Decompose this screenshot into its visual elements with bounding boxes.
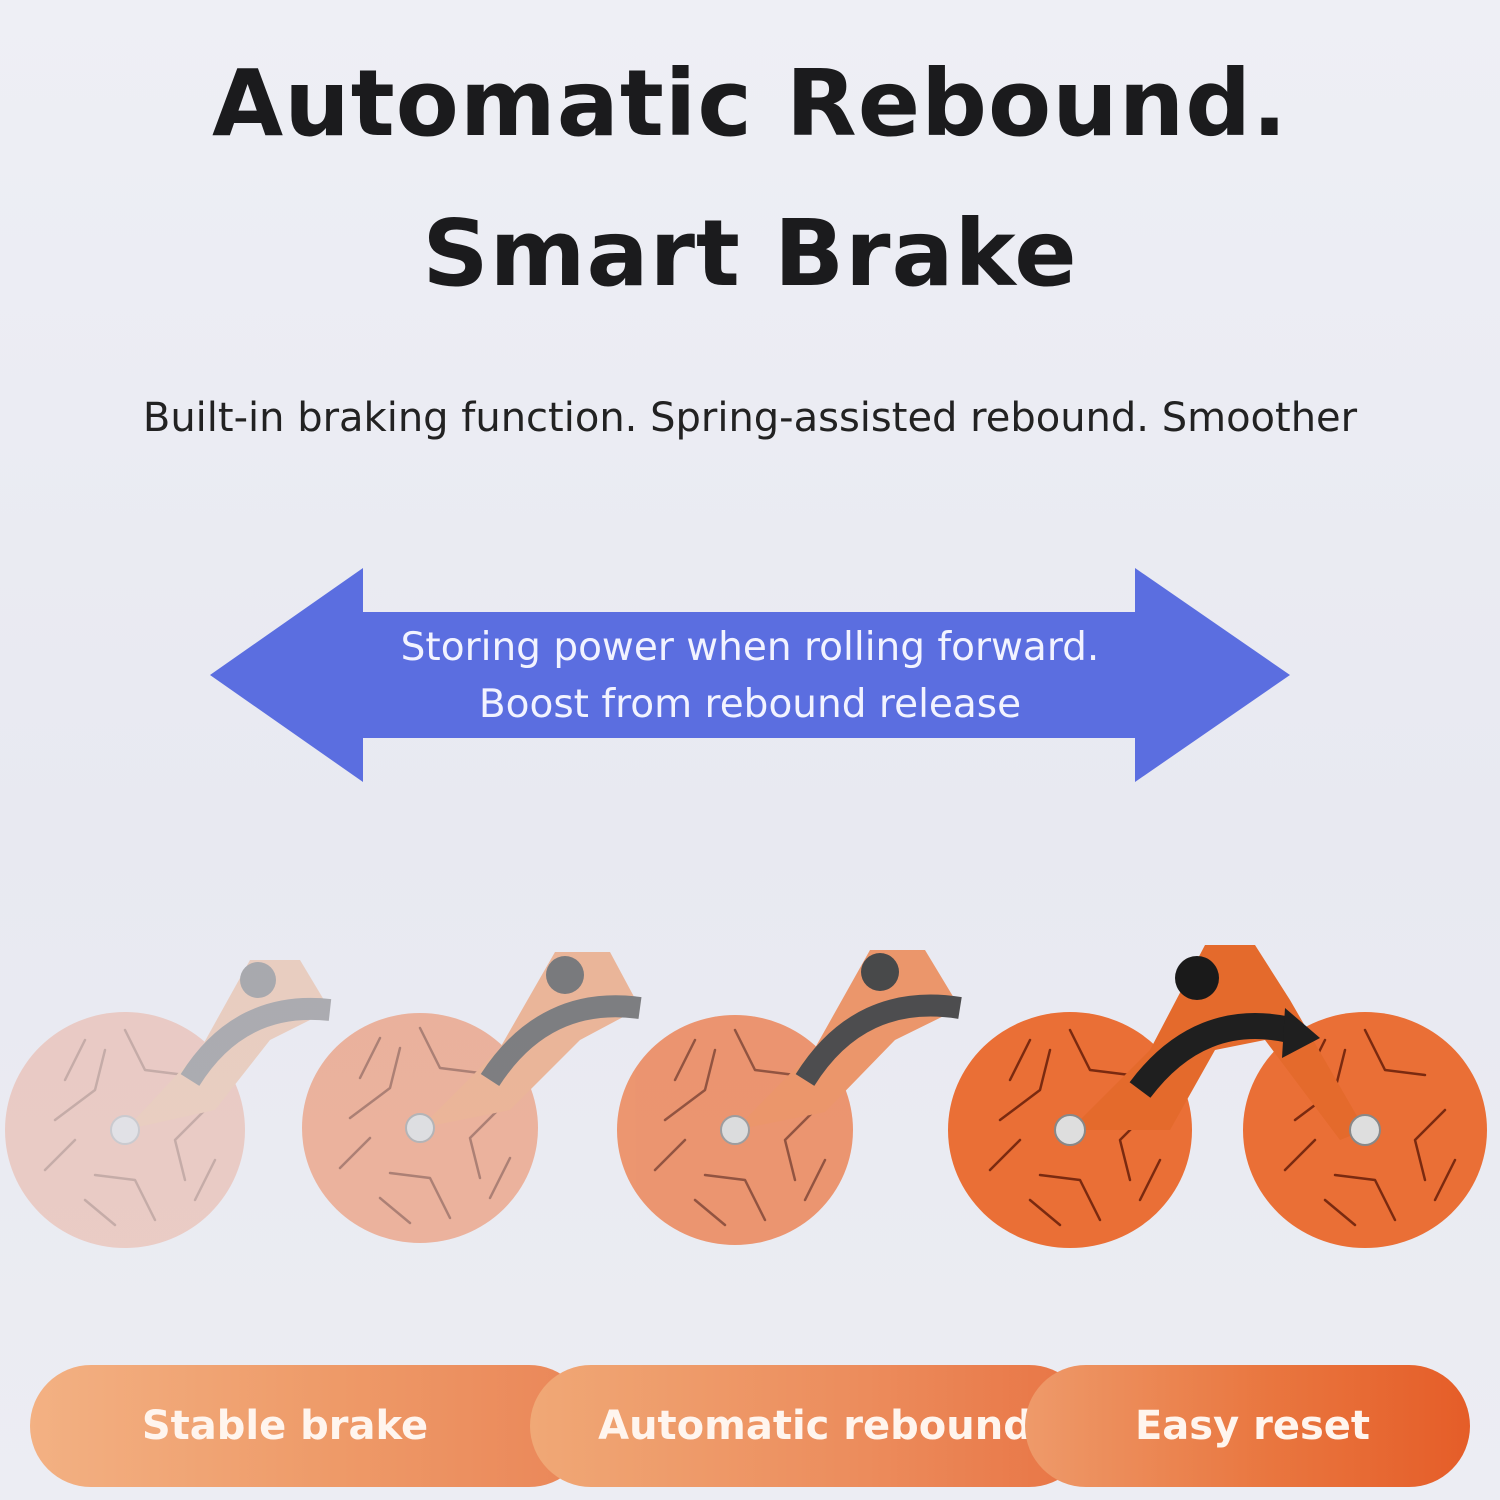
page-title-line-1: Automatic Rebound. bbox=[212, 50, 1288, 157]
roller-ghost-1 bbox=[5, 960, 332, 1248]
feature-pill-automatic-rebound: Automatic rebound bbox=[530, 1365, 1090, 1487]
feature-label: Automatic rebound bbox=[598, 1403, 1032, 1449]
roller-ghost-2 bbox=[302, 952, 642, 1243]
ab-roller-motion-illustration bbox=[0, 930, 1500, 1270]
feature-label: Stable brake bbox=[141, 1403, 429, 1449]
feature-label: Easy reset bbox=[1134, 1403, 1371, 1449]
roller-ghost-3 bbox=[617, 950, 962, 1245]
arrow-caption-line-1: Storing power when rolling forward. bbox=[400, 625, 1100, 670]
page-title-line-2: Smart Brake bbox=[422, 200, 1078, 307]
feature-pill-easy-reset: Easy reset bbox=[1025, 1365, 1470, 1487]
roller-final bbox=[948, 945, 1487, 1248]
double-arrow-icon bbox=[210, 568, 1290, 782]
double-arrow-banner: Storing power when rolling forward. Boos… bbox=[210, 568, 1290, 782]
page-subtitle: Built-in braking function. Spring-assist… bbox=[142, 395, 1358, 441]
feature-pill-stable-brake: Stable brake bbox=[30, 1365, 590, 1487]
arrow-caption-line-2: Boost from rebound release bbox=[478, 682, 1022, 727]
